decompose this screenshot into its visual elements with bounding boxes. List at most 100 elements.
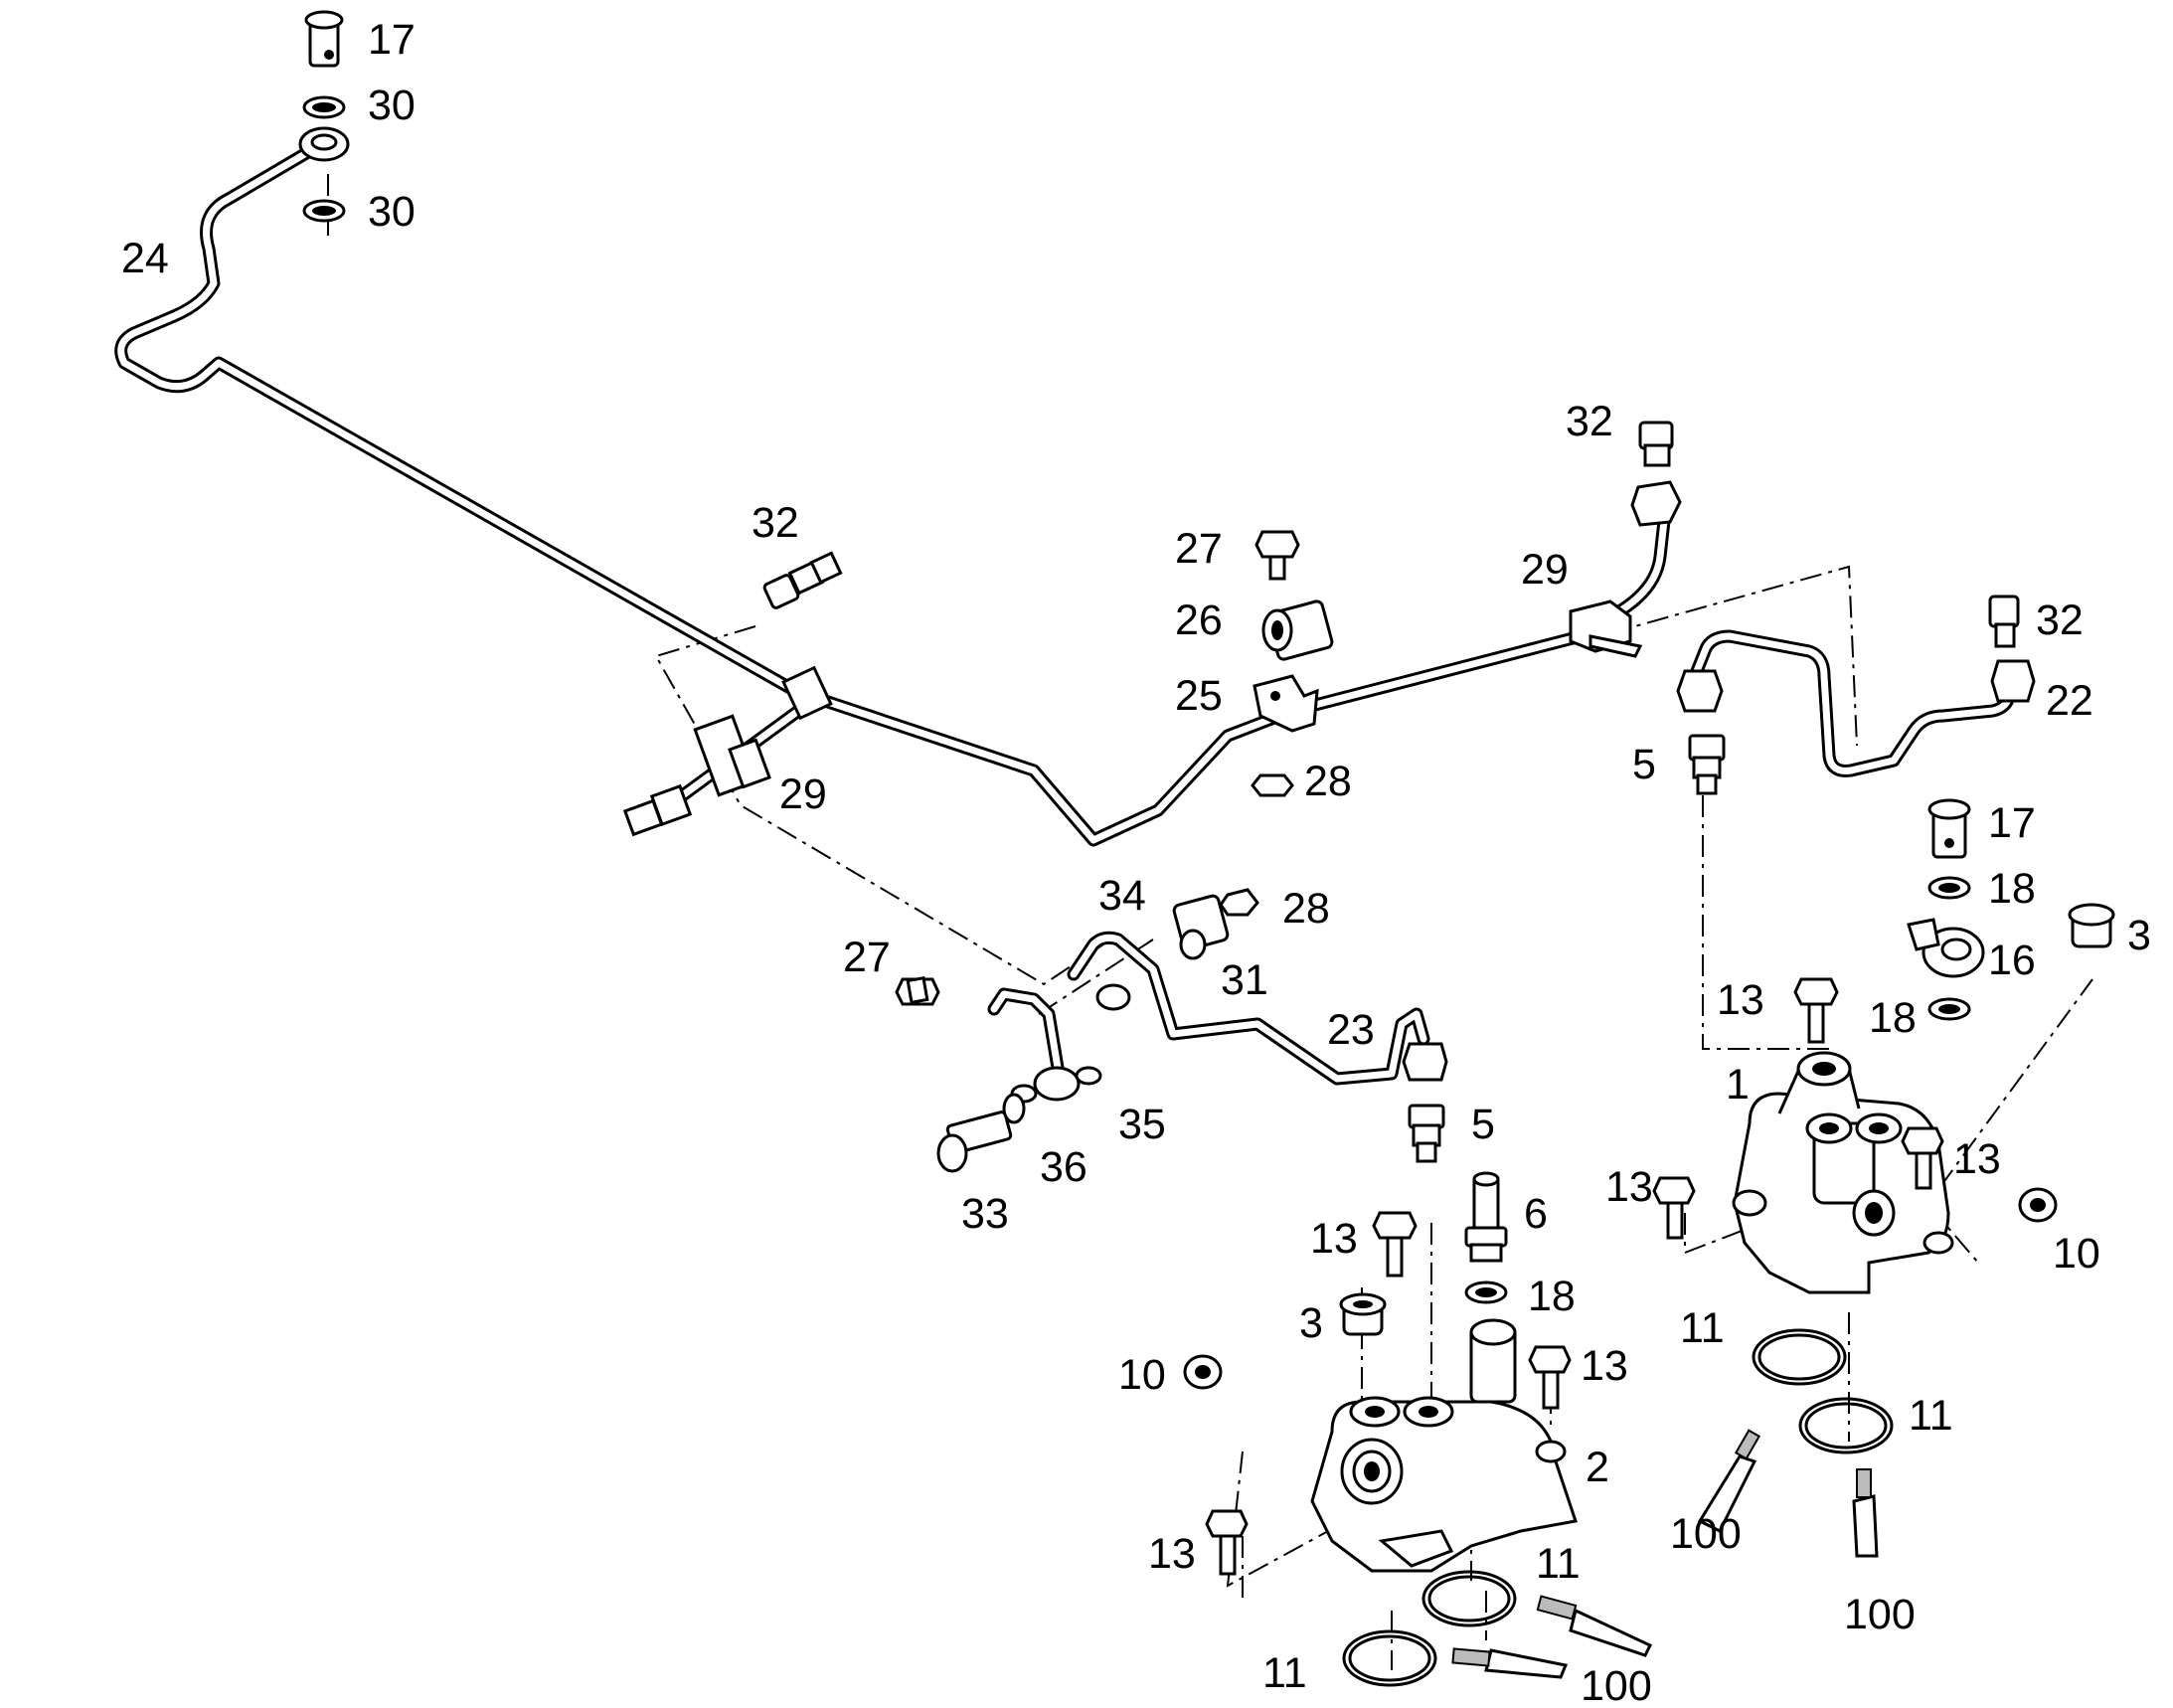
callout-17: 17: [368, 16, 416, 64]
callout-27: 27: [843, 934, 891, 981]
callout-18: 18: [1528, 1273, 1576, 1320]
nut-upper-right: [1630, 480, 1682, 527]
bolt-13-lower-left: [1205, 1509, 1249, 1576]
adapter-5-right: [1688, 734, 1726, 795]
pipe-23: [1067, 931, 1430, 1086]
washer-18-lower: [1464, 1281, 1508, 1304]
bolt-27-top: [1254, 530, 1300, 581]
bolt-13-right-top: [1793, 977, 1839, 1044]
callout-23: 23: [1327, 1006, 1375, 1054]
nut-28-middle: [1219, 888, 1259, 917]
callout-16: 16: [1988, 937, 2036, 984]
plug-10-right: [2018, 1187, 2058, 1223]
callout-32: 32: [2036, 597, 2084, 644]
callout-100: 100: [1581, 1662, 1652, 1703]
callout-18: 18: [1869, 994, 1917, 1042]
pipe-33: [987, 987, 1066, 1081]
plug-3-right: [2068, 903, 2115, 948]
pipe-22: [1688, 629, 2016, 777]
bolt-13-right-left: [1652, 1176, 1696, 1240]
banjo-bolt-33: [936, 1110, 1013, 1173]
callout-30: 30: [368, 188, 416, 236]
o-ring-11-right-lower: [1798, 1397, 1894, 1454]
spacer-26: [1261, 599, 1334, 661]
callout-17: 17: [1988, 799, 2036, 847]
callout-13: 13: [1148, 1530, 1196, 1578]
clamp-25: [1253, 674, 1319, 733]
callout-26: 26: [1175, 597, 1223, 644]
callout-2: 2: [1586, 1444, 1609, 1491]
sealant-tube-100-right-b: [1852, 1468, 1879, 1558]
sealant-tube-100-right-a: [1697, 1429, 1761, 1534]
nut-28-center: [1251, 773, 1294, 797]
plug-3-lower: [1339, 1292, 1387, 1336]
callout-5: 5: [1632, 741, 1656, 788]
callout-29: 29: [1521, 546, 1569, 594]
pump-housing-1: [1732, 1051, 1954, 1294]
bolt-13-right-right: [1901, 1126, 1944, 1190]
callout-10: 10: [1118, 1351, 1166, 1399]
callout-13: 13: [1953, 1135, 2001, 1183]
adapter-5-lower: [1408, 1104, 1445, 1163]
callout-11: 11: [1680, 1304, 1725, 1352]
o-ring-11-right-upper: [1752, 1328, 1847, 1386]
washer-18-right-upper: [1927, 876, 1971, 900]
callout-13: 13: [1717, 976, 1764, 1024]
nut-5-right-upper: [1676, 669, 1724, 713]
pipe-24: [114, 142, 1588, 847]
callout-31: 31: [1221, 956, 1268, 1004]
callout-32: 32: [1566, 398, 1613, 445]
callout-33: 33: [961, 1190, 1009, 1238]
nut-22: [1990, 659, 2036, 703]
fitting-32-right: [1988, 595, 2020, 648]
callout-100: 100: [1844, 1591, 1916, 1638]
o-ring-11-lower-lower: [1342, 1629, 1437, 1687]
bolt-13-lower-top: [1372, 1211, 1418, 1278]
callout-3: 3: [2127, 912, 2151, 959]
callout-6: 6: [1524, 1190, 1548, 1238]
callout-35: 35: [1118, 1101, 1166, 1148]
banjo-bolt-17-right: [1927, 798, 1971, 859]
spacer-31: [1172, 894, 1230, 960]
nut-fitting-left: [622, 783, 693, 837]
callout-32: 32: [752, 499, 799, 547]
bolt-27-middle: [895, 976, 940, 1006]
callout-100: 100: [1670, 1510, 1742, 1558]
callout-labels: 17 30 30 24 32 27 26 25 28 29 32 29 32 2…: [121, 16, 2151, 1708]
callout-25: 25: [1175, 672, 1223, 720]
banjo-fitting-35: [1010, 1066, 1102, 1104]
banjo-bolt-17-top: [304, 10, 344, 68]
banjo-fitting-16: [1907, 918, 1985, 978]
callout-34: 34: [1098, 872, 1146, 920]
clip-29-left: [693, 665, 833, 797]
plug-10-lower: [1183, 1354, 1223, 1390]
fitting-32-top: [1638, 421, 1674, 467]
bolt-13-lower-right: [1528, 1345, 1572, 1410]
callout-36: 36: [1040, 1143, 1087, 1191]
callout-5: 5: [1471, 1101, 1495, 1148]
pipe-fitting-6: [1464, 1171, 1508, 1263]
callout-28: 28: [1282, 885, 1330, 933]
callout-11: 11: [1536, 1540, 1581, 1588]
callout-10: 10: [2053, 1230, 2100, 1278]
callout-3: 3: [1299, 1299, 1323, 1347]
callout-22: 22: [2046, 677, 2093, 725]
washer-18-right-lower: [1927, 997, 1971, 1021]
banjo-fitting-24: [298, 126, 350, 162]
callout-29: 29: [779, 770, 827, 818]
callout-13: 13: [1310, 1215, 1358, 1263]
sealant-tube-100-lower-b: [1451, 1647, 1569, 1679]
callout-30: 30: [368, 82, 416, 129]
callout-27: 27: [1175, 525, 1223, 573]
fitting-32-left: [762, 551, 843, 609]
callout-11: 11: [1909, 1392, 1953, 1440]
callout-1: 1: [1726, 1061, 1750, 1109]
callout-13: 13: [1605, 1163, 1653, 1211]
o-ring-11-lower-upper: [1421, 1570, 1517, 1627]
callout-11: 11: [1262, 1649, 1307, 1697]
fitting-34: [1095, 983, 1131, 1011]
sealant-tube-100-lower-a: [1536, 1595, 1653, 1657]
washer-30-upper: [302, 95, 346, 119]
